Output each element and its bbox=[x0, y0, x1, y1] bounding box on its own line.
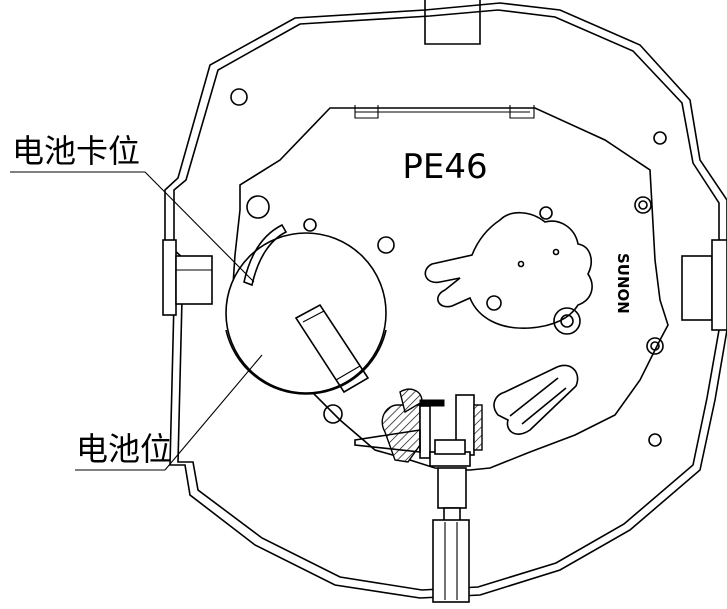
brand-label: SUNON bbox=[614, 253, 632, 314]
right-block bbox=[681, 239, 727, 331]
hole-bottom-right bbox=[648, 433, 662, 447]
callout-battery-clip: 电池卡位 bbox=[10, 132, 255, 283]
hole-left bbox=[246, 195, 270, 219]
hole-center-left bbox=[377, 236, 395, 254]
hairpin-spring bbox=[493, 364, 579, 435]
callout-battery-slot: 电池位 bbox=[75, 354, 263, 471]
hole-bottom-left bbox=[323, 404, 343, 424]
setting-mechanism bbox=[354, 388, 483, 467]
callout-leader-2 bbox=[164, 354, 263, 471]
motor-plate bbox=[424, 206, 593, 335]
mounting-holes bbox=[230, 88, 667, 447]
movement-label: PE46 bbox=[402, 147, 487, 187]
crown-stem bbox=[432, 467, 470, 603]
callout-leader bbox=[144, 171, 255, 283]
hole-top-right bbox=[653, 131, 667, 145]
callout-battery-slot-label: 电池位 bbox=[76, 430, 172, 468]
hole-right-lower bbox=[646, 337, 664, 355]
battery-clip bbox=[243, 223, 288, 287]
motor-pinion bbox=[553, 307, 581, 335]
hole-right-upper bbox=[634, 196, 652, 214]
callout-battery-clip-label: 电池卡位 bbox=[12, 132, 140, 170]
battery bbox=[225, 223, 387, 395]
top-notch bbox=[424, 0, 481, 45]
left-block bbox=[162, 239, 213, 316]
battery-tab bbox=[294, 303, 370, 394]
hole-top-left bbox=[230, 88, 248, 106]
